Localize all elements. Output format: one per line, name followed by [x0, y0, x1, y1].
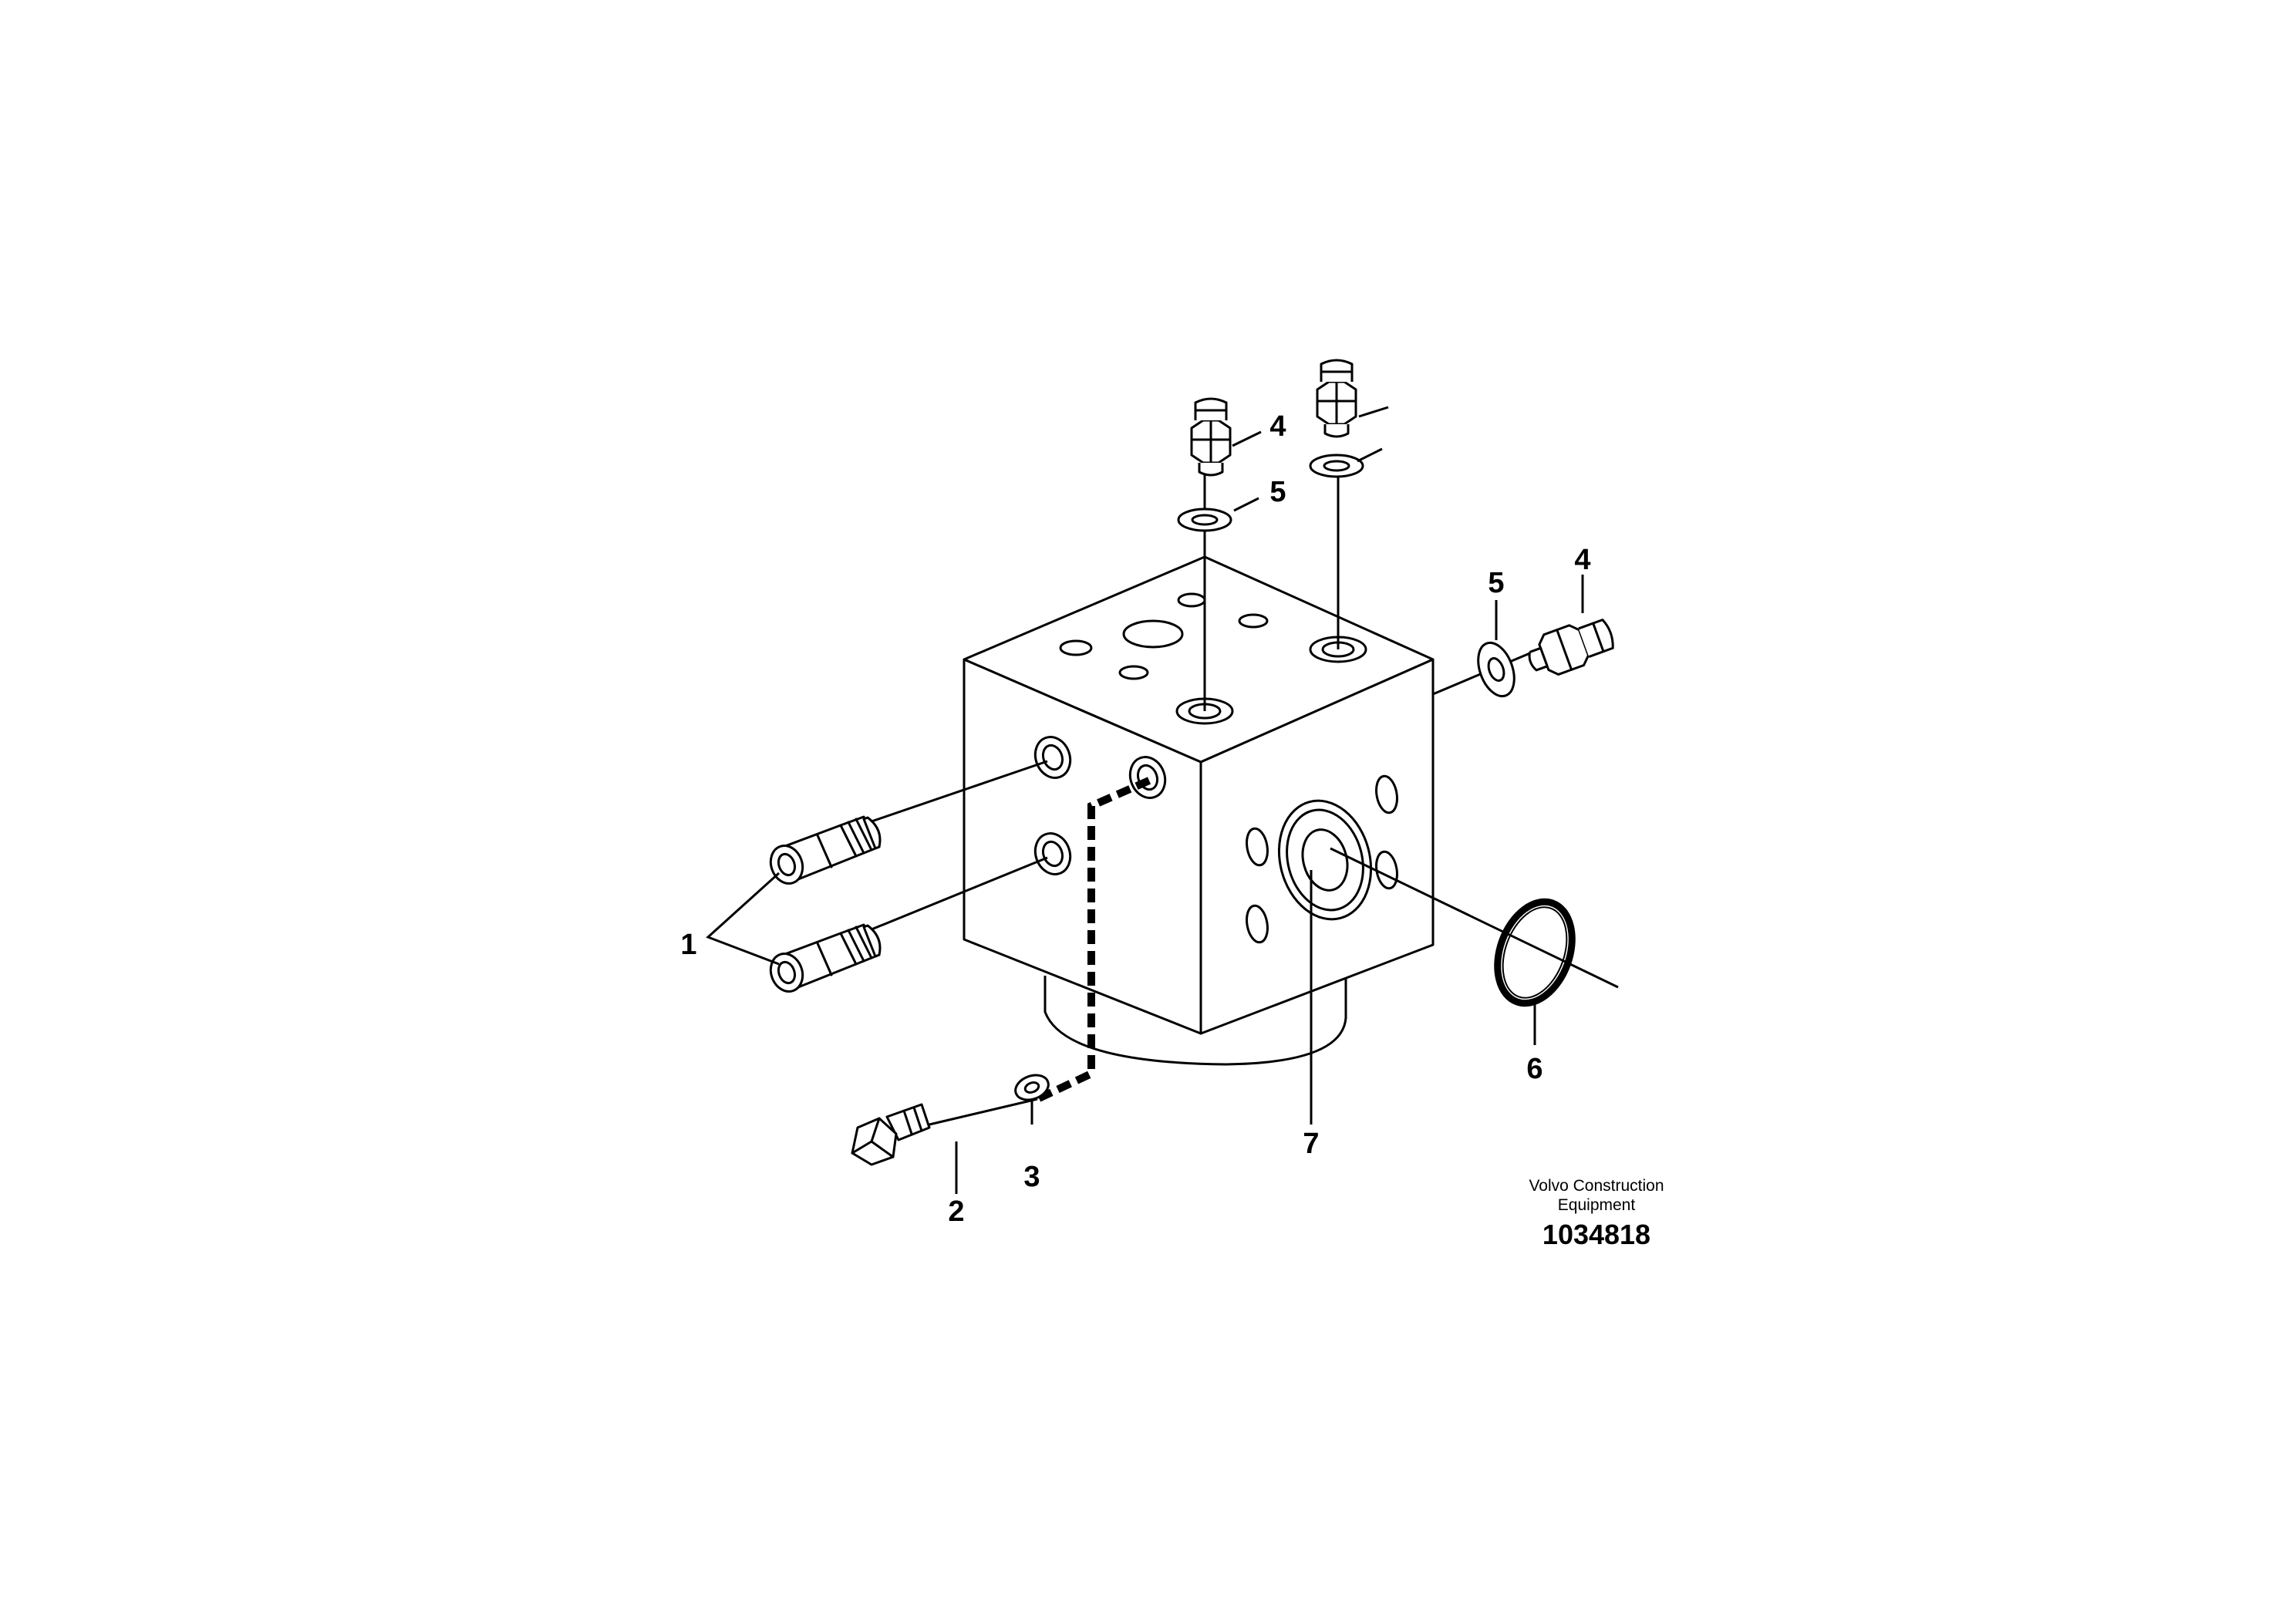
test-coupling-lower [769, 923, 882, 993]
right-face-flange-port [1246, 774, 1398, 944]
block-right-face [1199, 658, 1435, 1035]
drawing-number: 1034818 [1542, 1219, 1650, 1250]
assembly-center-lines [871, 463, 1619, 1126]
o-ring-inner-edge [1502, 906, 1568, 999]
callout-3: 3 [1023, 1161, 1040, 1193]
callout-leaders [706, 406, 1584, 1194]
callout-5-top: 5 [1269, 476, 1286, 508]
sealing-washer-right [1477, 641, 1515, 698]
o-ring [1494, 898, 1576, 1007]
sealing-washer-top-left [1177, 508, 1232, 532]
callout-7: 7 [1303, 1128, 1319, 1160]
sealing-washer-bottom [1014, 1074, 1050, 1101]
nipple-fitting-top-right [1316, 359, 1357, 438]
callout-2: 2 [948, 1195, 964, 1228]
credit-line-2: Equipment [1558, 1196, 1636, 1214]
callout-5-right: 5 [1488, 567, 1504, 599]
nipple-fitting-right [1528, 619, 1614, 676]
test-coupling-upper [769, 815, 882, 885]
nipple-fitting-top-left [1190, 397, 1232, 477]
callout-1: 1 [680, 929, 696, 961]
callout-6: 6 [1526, 1053, 1542, 1085]
credit-line-1: Volvo Construction [1529, 1177, 1664, 1195]
hex-plug [851, 1103, 931, 1166]
left-face-ports [1033, 736, 1167, 875]
sealing-washer-top-right [1309, 454, 1364, 478]
valve-block [963, 555, 1435, 1035]
hidden-passage-line [1035, 777, 1151, 1103]
callout-4-right: 4 [1574, 544, 1590, 576]
callout-4-top: 4 [1269, 410, 1286, 443]
